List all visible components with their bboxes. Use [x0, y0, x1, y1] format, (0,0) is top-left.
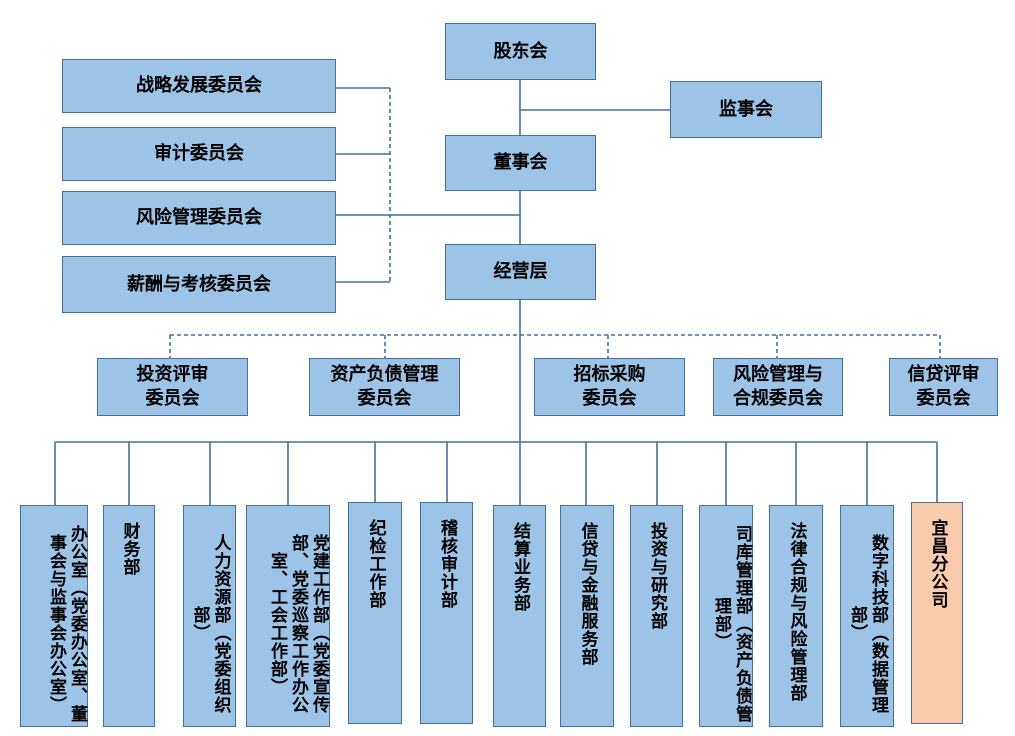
- board-committee-label: 战略发展委员会: [136, 75, 262, 96]
- department-label: 司库管理部（资产负债管理部）: [711, 525, 752, 723]
- department-digital-tech: 数字科技部（数据管理部）: [840, 505, 894, 727]
- department-credit-finance: 信贷与金融服务部: [560, 505, 614, 727]
- board-committee-label: 审计委员会: [154, 143, 244, 164]
- department-label: 党建工作部（党委宣传部、党委巡察工作办公室、工会工作部）: [267, 534, 329, 714]
- management-box: 经营层: [445, 244, 596, 300]
- board-committee-strategy: 战略发展委员会: [62, 59, 336, 113]
- board-committee-risk: 风险管理委员会: [62, 191, 336, 245]
- department-label: 办公室（党委办公室、董事会与监事会办公室）: [46, 525, 87, 723]
- mgmt-committee-line1: 信贷评审: [907, 364, 980, 385]
- mgmt-committee-line2: 委员会: [145, 388, 200, 409]
- board-committee-compensation: 薪酬与考核委员会: [62, 256, 336, 313]
- mgmt-committee-alm: 资产负债管理 委员会: [309, 358, 460, 416]
- department-party-building: 党建工作部（党委宣传部、党委巡察工作办公室、工会工作部）: [246, 505, 330, 727]
- mgmt-committee-line1: 投资评审: [136, 364, 209, 385]
- department-label: 财务部: [119, 522, 140, 576]
- department-treasury: 司库管理部（资产负债管理部）: [699, 505, 753, 727]
- department-label: 投资与研究部: [647, 522, 667, 630]
- shareholders-label: 股东会: [493, 40, 548, 62]
- shareholders-box: 股东会: [445, 23, 596, 80]
- department-label: 结算业务部: [510, 522, 530, 612]
- mgmt-committee-risk-compliance: 风险管理与 合规委员会: [713, 358, 843, 416]
- department-audit: 稽核审计部: [420, 502, 473, 724]
- department-finance: 财务部: [103, 505, 155, 727]
- supervisors-box: 监事会: [670, 81, 822, 138]
- department-settlement: 结算业务部: [493, 505, 546, 727]
- board-committee-audit: 审计委员会: [62, 127, 336, 181]
- department-investment-research: 投资与研究部: [630, 505, 683, 727]
- mgmt-committee-procurement: 招标采购 委员会: [534, 358, 685, 416]
- department-label: 纪检工作部: [365, 519, 386, 609]
- supervisors-label: 监事会: [719, 98, 773, 120]
- mgmt-committee-line2: 委员会: [582, 388, 637, 409]
- mgmt-committee-credit-review: 信贷评审 委员会: [889, 358, 998, 416]
- department-label: 人力资源部（党委组织部）: [189, 534, 231, 714]
- management-label: 经营层: [493, 261, 548, 282]
- department-label: 宜昌分公司: [927, 519, 948, 609]
- department-label: 信贷与金融服务部: [577, 522, 598, 666]
- mgmt-committee-line2: 委员会: [916, 388, 971, 409]
- department-label: 法律合规与风险管理部: [786, 522, 807, 702]
- mgmt-committee-line2: 委员会: [357, 388, 412, 409]
- mgmt-committee-line1: 资产负债管理: [330, 364, 439, 385]
- department-label: 数字科技部（数据管理部）: [847, 534, 888, 714]
- department-office: 办公室（党委办公室、董事会与监事会办公室）: [20, 505, 88, 727]
- board-label: 董事会: [493, 152, 548, 173]
- mgmt-committee-line2: 合规委员会: [733, 388, 823, 409]
- department-hr: 人力资源部（党委组织部）: [183, 505, 236, 727]
- mgmt-committee-line1: 风险管理与: [733, 364, 823, 385]
- mgmt-committee-line1: 招标采购: [573, 364, 646, 385]
- department-legal-compliance: 法律合规与风险管理部: [769, 505, 823, 727]
- board-box: 董事会: [445, 135, 596, 191]
- department-yichang-branch: 宜昌分公司: [911, 502, 963, 724]
- department-label: 稽核审计部: [437, 519, 457, 609]
- mgmt-committee-investment-review: 投资评审 委员会: [97, 358, 248, 416]
- department-discipline: 纪检工作部: [348, 502, 402, 724]
- board-committee-label: 风险管理委员会: [136, 207, 262, 228]
- board-committee-label: 薪酬与考核委员会: [127, 273, 271, 295]
